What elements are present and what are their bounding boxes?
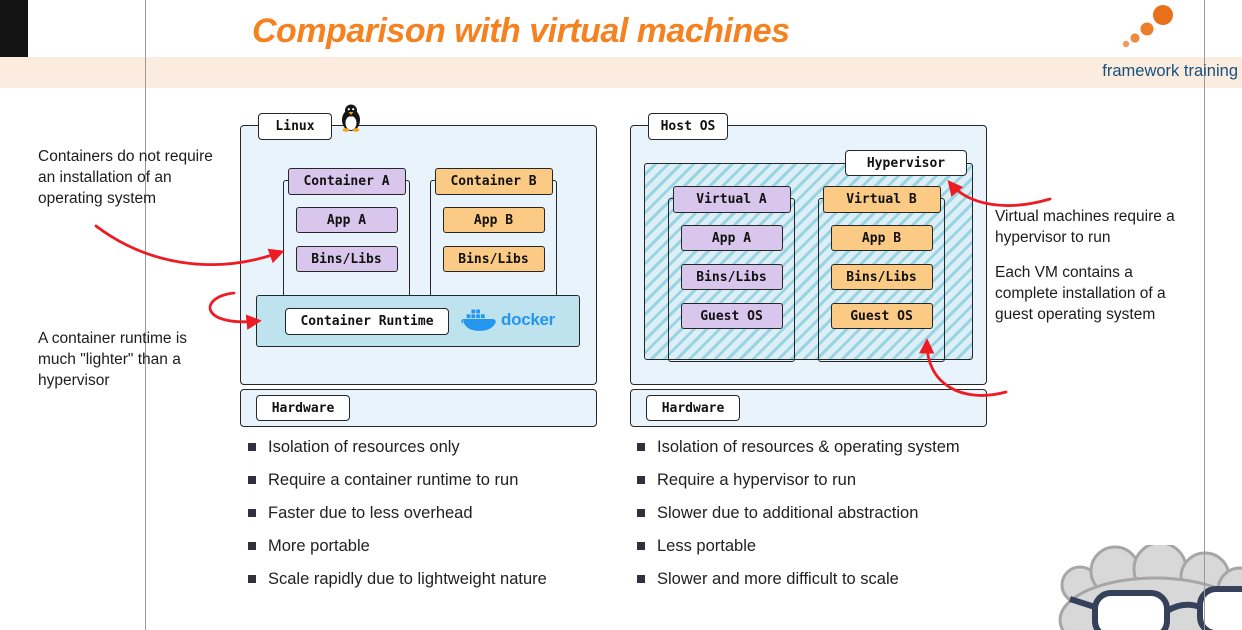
- guest-os-a-box: Guest OS: [680, 303, 783, 329]
- hypervisor-label-box: Hypervisor: [845, 150, 967, 176]
- list-item: Require a container runtime to run: [248, 470, 547, 490]
- list-item: Slower and more difficult to scale: [637, 569, 960, 589]
- list-item: Less portable: [637, 536, 960, 556]
- bullet-text: Faster due to less overhead: [268, 504, 473, 522]
- vms-hardware-box: Hardware: [630, 389, 987, 427]
- vms-hardware-label-box: Hardware: [646, 395, 740, 421]
- list-item: Require a hypervisor to run: [637, 470, 960, 490]
- bullet-square-icon: [637, 542, 645, 550]
- app-b-box: App B: [442, 207, 545, 233]
- containers-hardware-label-box: Hardware: [256, 395, 350, 421]
- docker-wordmark: docker: [501, 310, 555, 329]
- cloud-character: [1058, 545, 1242, 630]
- container-runtime-label-box: Container Runtime: [285, 308, 449, 335]
- virtual-a-label: Virtual A: [696, 192, 767, 207]
- container-runtime-box: Container Runtime docker: [256, 295, 580, 347]
- linux-label-box: Linux: [258, 113, 332, 140]
- containers-hardware-box: Hardware: [240, 389, 597, 427]
- vm-bins-libs-b-label: Bins/Libs: [846, 269, 917, 285]
- bullet-square-icon: [637, 443, 645, 451]
- bins-libs-a-label: Bins/Libs: [311, 251, 382, 267]
- list-item: Faster due to less overhead: [248, 503, 547, 523]
- bullet-text: Require a hypervisor to run: [657, 471, 857, 489]
- container-a-label: Container A: [303, 174, 390, 189]
- brand-name: framework training: [1102, 62, 1238, 80]
- container-b-label-box: Container B: [434, 168, 553, 195]
- guest-os-b-label: Guest OS: [850, 308, 913, 324]
- containers-bullet-list: Isolation of resources only Require a co…: [248, 437, 547, 589]
- container-a-label-box: Container A: [287, 168, 406, 195]
- bins-libs-b-label: Bins/Libs: [458, 251, 529, 267]
- virtual-a-stack: Virtual A App A Bins/Libs Guest OS: [668, 186, 795, 362]
- bullet-text: Less portable: [657, 537, 757, 555]
- bullet-text: Require a container runtime to run: [268, 471, 519, 489]
- virtual-a-label-box: Virtual A: [672, 186, 791, 213]
- docker-logo: docker: [461, 307, 555, 333]
- tux-penguin-icon: [342, 104, 360, 132]
- bullet-text: Slower due to additional abstraction: [657, 504, 919, 522]
- container-runtime-label: Container Runtime: [300, 314, 434, 329]
- guest-os-a-label: Guest OS: [700, 308, 763, 324]
- virtual-b-label-box: Virtual B: [822, 186, 941, 213]
- vm-bins-libs-a-box: Bins/Libs: [680, 264, 783, 290]
- app-b-label: App B: [473, 212, 514, 228]
- list-item: Slower due to additional abstraction: [637, 503, 960, 523]
- bullet-square-icon: [248, 476, 256, 484]
- list-item: Isolation of resources only: [248, 437, 547, 457]
- containers-hardware-label: Hardware: [271, 400, 335, 416]
- vm-bins-libs-b-box: Bins/Libs: [830, 264, 933, 290]
- hypervisor-label: Hypervisor: [866, 155, 946, 171]
- container-b-stack: Container B App B Bins/Libs: [430, 168, 557, 307]
- list-item: Scale rapidly due to lightweight nature: [248, 569, 547, 589]
- docker-whale-icon: [461, 309, 496, 331]
- right-border-line: [1204, 0, 1205, 630]
- app-a-label: App A: [326, 212, 367, 228]
- vm-app-a-box: App A: [680, 225, 783, 251]
- vm-app-a-label: App A: [711, 230, 752, 246]
- left-border-line: [145, 0, 146, 630]
- bullet-square-icon: [248, 542, 256, 550]
- vms-hardware-label: Hardware: [661, 400, 725, 416]
- host-os-label: Host OS: [660, 119, 716, 134]
- vms-bullet-list: Isolation of resources & operating syste…: [637, 437, 960, 589]
- annotation-containers-no-os: Containers do not require an installatio…: [38, 148, 213, 208]
- bullet-text: Isolation of resources only: [268, 438, 460, 456]
- linux-label: Linux: [275, 119, 315, 134]
- container-b-label: Container B: [450, 174, 537, 189]
- bullet-square-icon: [637, 476, 645, 484]
- bullet-text: Isolation of resources & operating syste…: [657, 438, 960, 456]
- bullet-text: Scale rapidly due to lightweight nature: [268, 570, 547, 588]
- annotation-vm-guest-os: Each VM contains a complete installation…: [995, 264, 1166, 324]
- bullet-square-icon: [248, 509, 256, 517]
- bullet-square-icon: [248, 443, 256, 451]
- bins-libs-b-box: Bins/Libs: [442, 246, 545, 272]
- guest-os-b-box: Guest OS: [830, 303, 933, 329]
- list-item: More portable: [248, 536, 547, 556]
- virtual-b-stack: Virtual B App B Bins/Libs Guest OS: [818, 186, 945, 362]
- bullet-text: More portable: [268, 537, 370, 555]
- bullet-square-icon: [637, 509, 645, 517]
- annotation-runtime-lighter: A container runtime is much "lighter" th…: [38, 330, 188, 390]
- bullet-square-icon: [248, 575, 256, 583]
- annotation-vm-hypervisor: Virtual machines require a hypervisor to…: [995, 208, 1175, 247]
- bullet-text: Slower and more difficult to scale: [657, 570, 899, 588]
- corner-decoration: [0, 0, 28, 57]
- page-title: Comparison with virtual machines: [252, 12, 790, 50]
- container-a-stack: Container A App A Bins/Libs: [283, 168, 410, 307]
- vm-bins-libs-a-label: Bins/Libs: [696, 269, 767, 285]
- host-os-label-box: Host OS: [648, 113, 728, 140]
- glasses-icon: [1092, 586, 1242, 630]
- bullet-square-icon: [637, 575, 645, 583]
- virtual-b-label: Virtual B: [846, 192, 917, 207]
- app-a-box: App A: [295, 207, 398, 233]
- brand-dots-icon: [1122, 5, 1173, 48]
- vm-app-b-label: App B: [861, 230, 902, 246]
- list-item: Isolation of resources & operating syste…: [637, 437, 960, 457]
- bins-libs-a-box: Bins/Libs: [295, 246, 398, 272]
- title-band: [0, 57, 1242, 88]
- vm-app-b-box: App B: [830, 225, 933, 251]
